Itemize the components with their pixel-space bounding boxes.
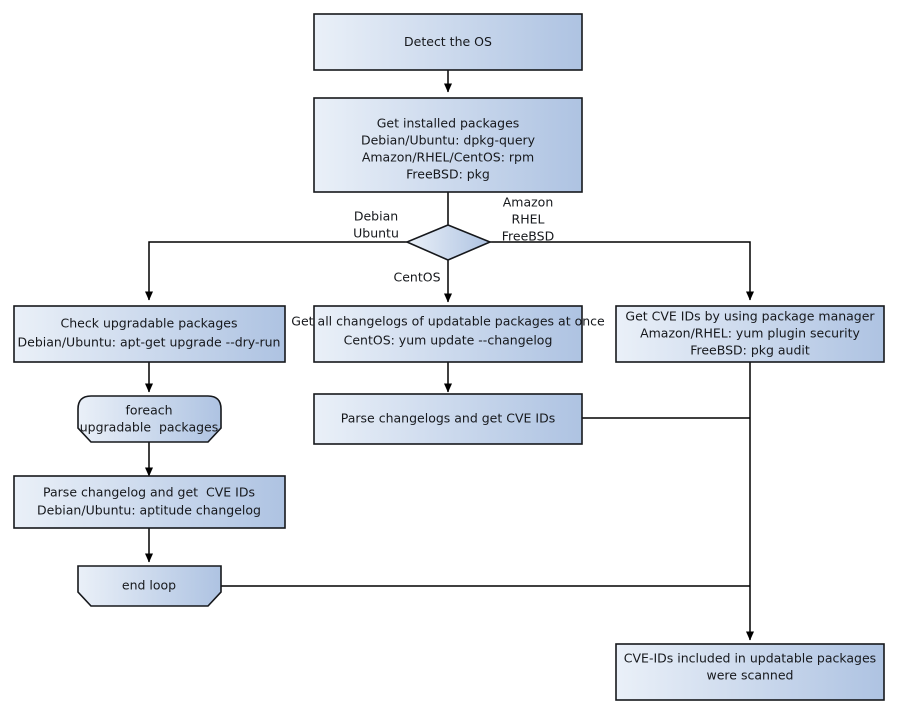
edge-label-rhel-line-1: RHEL: [512, 212, 545, 227]
node-end-loop[interactable]: end loop: [77, 565, 222, 607]
node-get-installed-packages[interactable]: Get installed packages Debian/Ubuntu: dp…: [313, 97, 583, 193]
node-get-cve-ids-pkgmgr-line-0: Get CVE IDs by using package manager: [625, 309, 875, 324]
edge-label-centos-line-0: CentOS: [393, 270, 440, 285]
node-get-installed-packages-line-0: Get installed packages: [377, 116, 520, 131]
node-get-installed-packages-line-3: FreeBSD: pkg: [406, 167, 490, 182]
node-get-cve-ids-pkgmgr-line-1: Amazon/RHEL: yum plugin security: [640, 326, 860, 341]
edge-decision-to-cve-pkgmgr: [490, 241, 754, 301]
edge-label-rhel-line-2: FreeBSD: [502, 229, 554, 244]
node-parse-changelog-single-line-0: Parse changelog and get CVE IDs: [43, 485, 255, 500]
node-get-installed-packages-line-2: Amazon/RHEL/CentOS: rpm: [362, 150, 534, 165]
node-get-cve-ids-pkgmgr-line-2: FreeBSD: pkg audit: [690, 343, 810, 358]
edge-label-centos: CentOS: [393, 270, 440, 285]
node-scan-complete[interactable]: CVE-IDs included in updatable packages w…: [615, 643, 885, 701]
node-os-decision[interactable]: [404, 224, 493, 261]
node-get-all-changelogs-line-1: CentOS: yum update --changelog: [344, 333, 553, 348]
edge-label-debian-line-0: Debian: [354, 209, 398, 224]
node-scan-complete-line-1: were scanned: [707, 668, 794, 683]
node-end-loop-line-0: end loop: [122, 578, 176, 593]
connectors: [145, 70, 754, 641]
node-foreach-line-1: upgradable packages: [80, 420, 219, 435]
node-check-upgradable-line-0: Check upgradable packages: [61, 316, 238, 331]
node-get-all-changelogs-line-0: Get all changelogs of updatable packages…: [291, 314, 605, 329]
node-check-upgradable-line-1: Debian/Ubuntu: apt-get upgrade --dry-run: [18, 335, 281, 350]
edge-label-debian-ubuntu: Debian Ubuntu: [353, 209, 399, 241]
node-get-installed-packages-line-1: Debian/Ubuntu: dpkg-query: [361, 133, 536, 148]
node-parse-changelog-single-line-1: Debian/Ubuntu: aptitude changelog: [37, 503, 261, 518]
node-scan-complete-line-0: CVE-IDs included in updatable packages: [624, 651, 876, 666]
edge-label-amazon-rhel-freebsd: Amazon RHEL FreeBSD: [502, 195, 554, 244]
node-parse-changelog-single[interactable]: Parse changelog and get CVE IDs Debian/U…: [13, 475, 286, 529]
edge-label-debian-line-1: Ubuntu: [353, 226, 399, 241]
edge-label-rhel-line-0: Amazon: [503, 195, 554, 210]
node-parse-changelogs-multi[interactable]: Parse changelogs and get CVE IDs: [313, 393, 583, 445]
node-get-cve-ids-pkgmgr[interactable]: Get CVE IDs by using package manager Ama…: [615, 305, 885, 363]
node-detect-os[interactable]: Detect the OS: [313, 13, 583, 71]
node-detect-os-line-0: Detect the OS: [404, 34, 492, 49]
node-check-upgradable[interactable]: Check upgradable packages Debian/Ubuntu:…: [13, 305, 286, 363]
node-get-all-changelogs[interactable]: Get all changelogs of updatable packages…: [291, 305, 605, 363]
edge-decision-to-check-upgradable: [145, 241, 407, 301]
node-parse-changelogs-multi-line-0: Parse changelogs and get CVE IDs: [341, 411, 555, 426]
node-foreach-line-0: foreach: [125, 403, 172, 418]
node-foreach-loop-start[interactable]: foreach upgradable packages: [77, 395, 222, 443]
